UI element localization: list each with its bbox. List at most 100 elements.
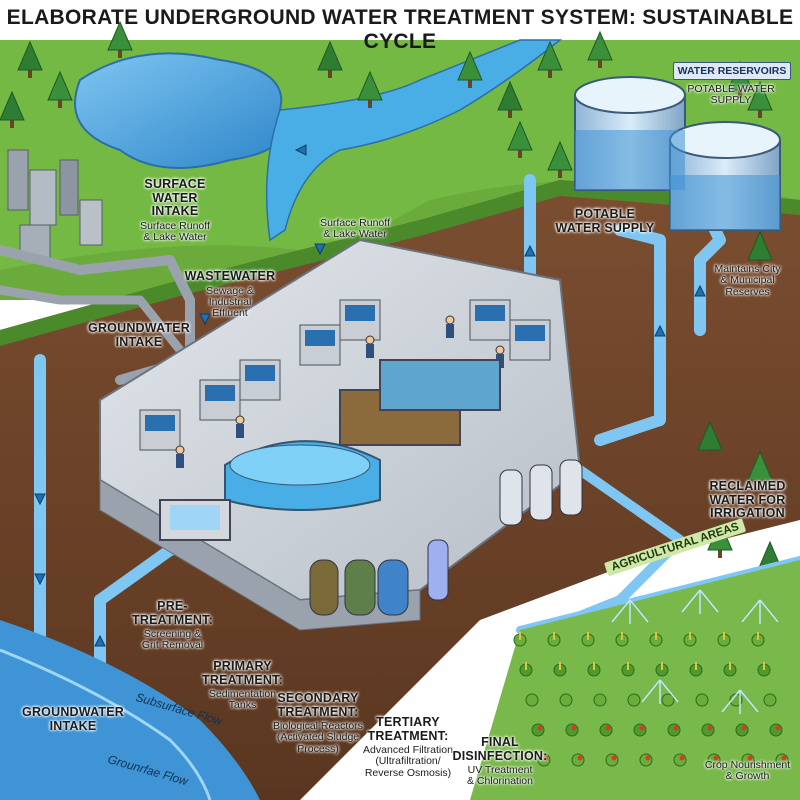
crop-nourishment-note: Crop Nourishment& Growth (704, 759, 791, 783)
sprinkler-icon (681, 589, 719, 614)
crop-plant (717, 632, 731, 647)
crop-plant (571, 753, 585, 767)
filtration-tanks (309, 459, 583, 616)
crop-plant (599, 723, 613, 737)
sprinkler-icon (611, 599, 649, 624)
crop-plant (519, 662, 533, 677)
tree-icon (47, 70, 73, 108)
control-panels (139, 299, 551, 468)
worker-icon (235, 415, 245, 438)
crop-plant (775, 753, 789, 767)
crop-plant (559, 693, 573, 707)
crop-plant (593, 693, 607, 707)
flow-arrow-icon (199, 313, 211, 326)
tree-icon (457, 50, 483, 88)
sprinkler-icon (741, 599, 779, 624)
crop-plant (615, 632, 629, 647)
crop-plant (667, 723, 681, 737)
crop-plant (695, 693, 709, 707)
crop-plant (547, 632, 561, 647)
pre-treatment-label: PRE-TREATMENT: Screening &Grit Removal (132, 599, 213, 652)
crop-plant (513, 632, 527, 647)
flow-arrow-icon (294, 144, 307, 156)
flow-arrow-icon (94, 634, 106, 647)
crop-plant (621, 662, 635, 677)
city-buildings (7, 149, 103, 261)
crop-plant (525, 693, 539, 707)
flow-arrow-icon (314, 243, 326, 256)
screening-unit (159, 499, 231, 541)
crop-plant (531, 723, 545, 737)
underground-stream (0, 620, 260, 800)
tree-icon (747, 450, 773, 488)
aeration-basins (339, 359, 501, 446)
crop-plant (751, 632, 765, 647)
tree-icon (17, 40, 43, 78)
crop-plant (741, 753, 755, 767)
crop-plant (605, 753, 619, 767)
control-panel-icon (509, 319, 551, 361)
tree-icon (697, 420, 723, 458)
tree-icon (357, 70, 383, 108)
crop-plant (587, 662, 601, 677)
flow-arrow-icon (654, 324, 666, 337)
tree-icon (317, 40, 343, 78)
tree-icon (0, 90, 25, 128)
worker-icon (365, 335, 375, 358)
crop-plant (661, 693, 675, 707)
crop-plant (769, 723, 783, 737)
crop-plant (639, 753, 653, 767)
crop-plant (627, 693, 641, 707)
control-panel-icon (199, 379, 241, 421)
tree-icon (507, 120, 533, 158)
crop-plant (763, 693, 777, 707)
control-panel-icon (339, 299, 381, 341)
reservoirs-badge: WATER RESERVOIRS (673, 62, 791, 80)
flow-arrow-icon (694, 284, 706, 297)
crop-plant (757, 662, 771, 677)
sprinkler-icon (641, 679, 679, 704)
surface-runoff-note: Surface Runoff& Lake Water (320, 217, 390, 241)
crop-plant (655, 662, 669, 677)
crop-plant (701, 723, 715, 737)
flow-arrow-icon (524, 244, 536, 257)
control-panel-icon (469, 299, 511, 341)
flow-arrow-icon (34, 493, 46, 506)
crop-plant (707, 753, 721, 767)
crop-plant (553, 662, 567, 677)
tree-icon (497, 80, 523, 118)
flow-arrows (34, 144, 706, 647)
tree-icon (587, 30, 613, 68)
crop-plant (673, 753, 687, 767)
crop-plant (735, 723, 749, 737)
crop-plant (723, 662, 737, 677)
crop-plant (683, 632, 697, 647)
tree-icon (747, 80, 773, 118)
river (265, 39, 563, 242)
sprinkler-icon (721, 689, 759, 714)
worker-icon (175, 445, 185, 468)
agricultural-field (470, 560, 800, 800)
crop-plant (565, 723, 579, 737)
tree-icon (107, 20, 133, 58)
worker-icon (445, 315, 455, 338)
tree-icon (747, 230, 773, 268)
tree-icon (537, 40, 563, 78)
crop-plant (537, 753, 551, 767)
crop-plant (649, 632, 663, 647)
control-panel-icon (139, 409, 181, 451)
